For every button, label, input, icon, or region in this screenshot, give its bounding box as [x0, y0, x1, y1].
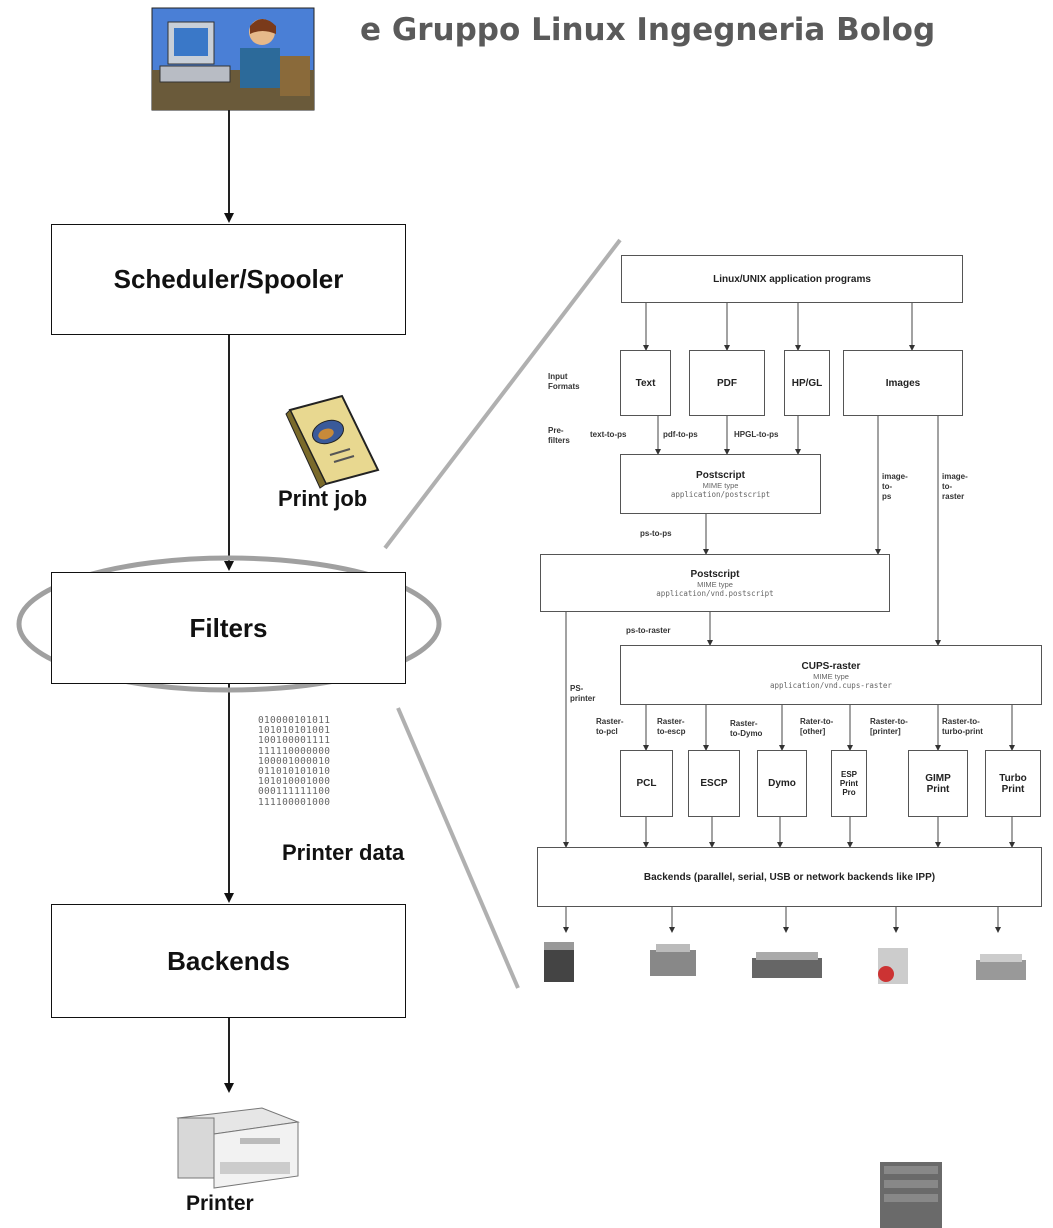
raster-filter-escp: Raster- to-escp	[657, 717, 686, 736]
wide-printer-icon	[752, 952, 822, 978]
cups-backends-box: Backends (parallel, serial, USB or netwo…	[537, 847, 1042, 907]
printer-label: Printer	[186, 1192, 254, 1215]
driver-pcl-label: PCL	[636, 778, 657, 789]
postscript-mime-2: MIME type	[697, 579, 733, 589]
tower-printer-icon	[880, 1162, 942, 1228]
header-title: e Gruppo Linux Ingegneria Bolog	[360, 12, 936, 48]
printer-icon	[176, 1107, 300, 1189]
raster-filter-printer: Raster-to- [printer]	[870, 717, 908, 736]
cups-raster-box: CUPS-raster MIME type application/vnd.cu…	[620, 645, 1042, 705]
driver-espprintpro-box: ESP Print Pro	[831, 750, 867, 817]
format-pdf-label: PDF	[717, 377, 737, 389]
postscript-box-2: Postscript MIME type application/vnd.pos…	[540, 554, 890, 612]
printer-data-label: Printer data	[282, 840, 405, 865]
cups-connectors	[563, 303, 1015, 933]
driver-pcl-box: PCL	[620, 750, 673, 817]
raster-filter-dymo: Raster- to-Dymo	[730, 719, 763, 738]
cups-backends-label: Backends (parallel, serial, USB or netwo…	[643, 871, 936, 883]
prefilters-label: Pre- filters	[548, 426, 570, 445]
prefilter-image-to-ps: image- to- ps	[882, 472, 908, 501]
driver-dymo-box: Dymo	[757, 750, 807, 817]
binary-line: 111100001000	[258, 796, 331, 808]
binary-line: 111110000000	[258, 745, 331, 757]
prefilter-pdf-to-ps: pdf-to-ps	[663, 430, 698, 439]
computer-user-icon	[151, 7, 315, 111]
binary-line: 011010101010	[258, 766, 331, 778]
driver-dymo-label: Dymo	[768, 778, 796, 789]
postscript-title-1: Postscript	[696, 469, 745, 481]
binary-line: 010000101011	[258, 715, 331, 726]
dot-matrix-printer-icon	[976, 954, 1026, 980]
format-hpgl-box: HP/GL	[784, 350, 830, 416]
apps-label: Linux/UNIX application programs	[713, 273, 871, 285]
format-images-box: Images	[843, 350, 963, 416]
cups-raster-type: application/vnd.cups-raster	[770, 680, 892, 690]
driver-escp-box: ESCP	[688, 750, 740, 817]
postscript-mime-1: MIME type	[702, 480, 739, 490]
binary-line: 100100001111	[258, 735, 331, 747]
laser-printer-icon	[544, 942, 574, 982]
format-text-label: Text	[635, 377, 656, 389]
postscript-title-2: Postscript	[690, 568, 740, 580]
print-job-label: Print job	[278, 486, 368, 511]
print-job-document-icon	[285, 394, 380, 489]
cups-raster-title: CUPS-raster	[801, 660, 861, 672]
zoom-line-top	[383, 238, 622, 550]
input-formats-label: Input Formats	[548, 372, 580, 391]
apps-box: Linux/UNIX application programs	[621, 255, 963, 303]
format-pdf-box: PDF	[689, 350, 765, 416]
raster-filter-pcl: Raster- to-pcl	[596, 717, 624, 736]
pstops-label: ps-to-ps	[640, 529, 672, 538]
filters-box: Filters	[51, 572, 406, 684]
driver-escp-label: ESCP	[700, 778, 728, 789]
format-text-box: Text	[620, 350, 671, 416]
scheduler-box: Scheduler/Spooler	[51, 224, 406, 335]
backends-box: Backends	[51, 904, 406, 1018]
postscript-box-1: Postscript MIME type application/postscr…	[620, 454, 821, 514]
inkjet-printer-icon	[650, 944, 696, 976]
driver-espprintpro-label: ESP Print Pro	[839, 770, 859, 797]
pstoraster-label: ps-to-raster	[626, 626, 671, 635]
binary-line: 000111111100	[258, 786, 331, 798]
binary-line: 101010101001	[258, 725, 331, 737]
raster-filter-turbo: Raster-to- turbo-print	[942, 717, 983, 736]
backend-printer-icons	[544, 942, 1026, 984]
binary-line: 100001000010	[258, 755, 331, 767]
label-printer-icon	[878, 948, 908, 984]
postscript-type-1: application/postscript	[670, 489, 771, 499]
binary-data-block: 010000101011 101010101001 100100001111 1…	[258, 715, 331, 808]
psprinter-label: PS- printer	[570, 684, 596, 703]
format-hpgl-label: HP/GL	[791, 377, 823, 389]
prefilter-image-to-raster: image- to- raster	[942, 472, 968, 501]
driver-gimpprint-label: GIMP Print	[925, 772, 951, 795]
raster-filter-other: Rater-to- [other]	[800, 717, 834, 736]
zoom-line-bottom	[396, 707, 520, 989]
prefilter-text-to-ps: text-to-ps	[590, 430, 627, 439]
postscript-type-2: application/vnd.postscript	[656, 588, 774, 598]
format-images-label: Images	[885, 377, 921, 389]
driver-turboprint-label: Turbo Print	[999, 772, 1027, 795]
driver-gimpprint-box: GIMP Print	[908, 750, 968, 817]
driver-turboprint-box: Turbo Print	[985, 750, 1041, 817]
prefilter-hpgl-to-ps: HPGL-to-ps	[734, 430, 779, 439]
cups-raster-mime: MIME type	[813, 671, 849, 681]
binary-line: 101010001000	[258, 776, 331, 788]
filters-highlight-ellipse	[16, 555, 442, 693]
